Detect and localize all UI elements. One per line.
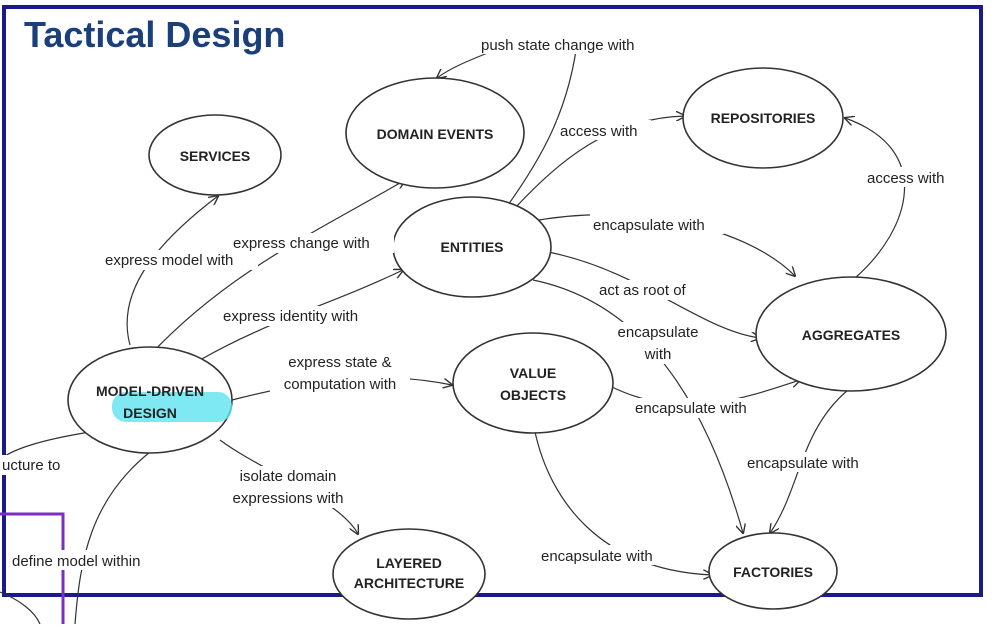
edge-label-express-identity: express identity with bbox=[223, 308, 358, 325]
edge-express-model bbox=[126, 196, 218, 346]
purple-box bbox=[0, 512, 65, 624]
edge-express-change bbox=[149, 180, 405, 356]
edge-label-structure-to: ucture to bbox=[2, 457, 60, 474]
edge-encapsulate-values-factories bbox=[534, 431, 712, 575]
edge-label-express-state-line2: computation with bbox=[284, 376, 397, 393]
label-value-objects-line1: VALUE bbox=[510, 365, 556, 381]
label-entities: ENTITIES bbox=[440, 239, 503, 255]
label-mdd-line1: MODEL-DRIVEN bbox=[96, 383, 204, 399]
edge-access-entities bbox=[514, 116, 685, 209]
edge-label-define-model: define model within bbox=[12, 553, 140, 570]
node-aggregates bbox=[755, 276, 947, 392]
page-title: Tactical Design bbox=[24, 14, 286, 55]
label-layered-line2: ARCHITECTURE bbox=[354, 575, 464, 591]
diagram-frame bbox=[2, 5, 983, 597]
edge-label-encapsulate-values-factories: encapsulate with bbox=[541, 548, 653, 565]
label-mdd-line2: DESIGN bbox=[123, 405, 177, 421]
node-layered-architecture bbox=[332, 528, 486, 620]
label-domain-events: DOMAIN EVENTS bbox=[377, 126, 494, 142]
node-repositories bbox=[682, 67, 844, 169]
edge-label-isolate-domain-line1: isolate domain bbox=[240, 468, 337, 485]
edge-label-access-entities: access with bbox=[560, 123, 638, 140]
edge-label-express-model: express model with bbox=[105, 252, 233, 269]
node-value-objects bbox=[452, 332, 614, 434]
node-services bbox=[148, 114, 282, 196]
edge-bottom-left-curve bbox=[0, 591, 41, 625]
label-repositories: REPOSITORIES bbox=[711, 110, 816, 126]
label-aggregates: AGGREGATES bbox=[802, 327, 901, 343]
edge-label-push-state-change: push state change with bbox=[481, 37, 634, 54]
edge-label-express-state-line1: express state & bbox=[288, 354, 391, 371]
label-layered-line1: LAYERED bbox=[376, 555, 442, 571]
label-value-objects-line2: OBJECTS bbox=[500, 387, 566, 403]
design-highlight bbox=[112, 392, 232, 422]
edge-label-encapsulate-entities-factories-line2: with bbox=[644, 346, 672, 363]
node-domain-events bbox=[345, 77, 525, 189]
edge-label-act-as-root: act as root of bbox=[599, 282, 687, 299]
edge-label-encapsulate-entities-aggregates: encapsulate with bbox=[593, 217, 705, 234]
label-factories: FACTORIES bbox=[733, 564, 813, 580]
edge-label-encapsulate-aggregates-factories: encapsulate with bbox=[747, 455, 859, 472]
edge-push-state-change-arrow bbox=[437, 49, 496, 78]
edge-access-aggregates bbox=[845, 118, 905, 279]
edge-label-encapsulate-entities-factories-line1: encapsulate bbox=[618, 324, 699, 341]
edge-define-model bbox=[74, 451, 151, 625]
edge-label-express-change: express change with bbox=[233, 235, 370, 252]
edge-push-state-change bbox=[507, 34, 579, 206]
node-factories bbox=[708, 532, 838, 610]
edge-label-access-aggregates: access with bbox=[867, 170, 945, 187]
label-services: SERVICES bbox=[180, 148, 251, 164]
edge-label-encapsulate-values-aggregates: encapsulate with bbox=[635, 400, 747, 417]
edge-label-isolate-domain-line2: expressions with bbox=[233, 490, 344, 507]
